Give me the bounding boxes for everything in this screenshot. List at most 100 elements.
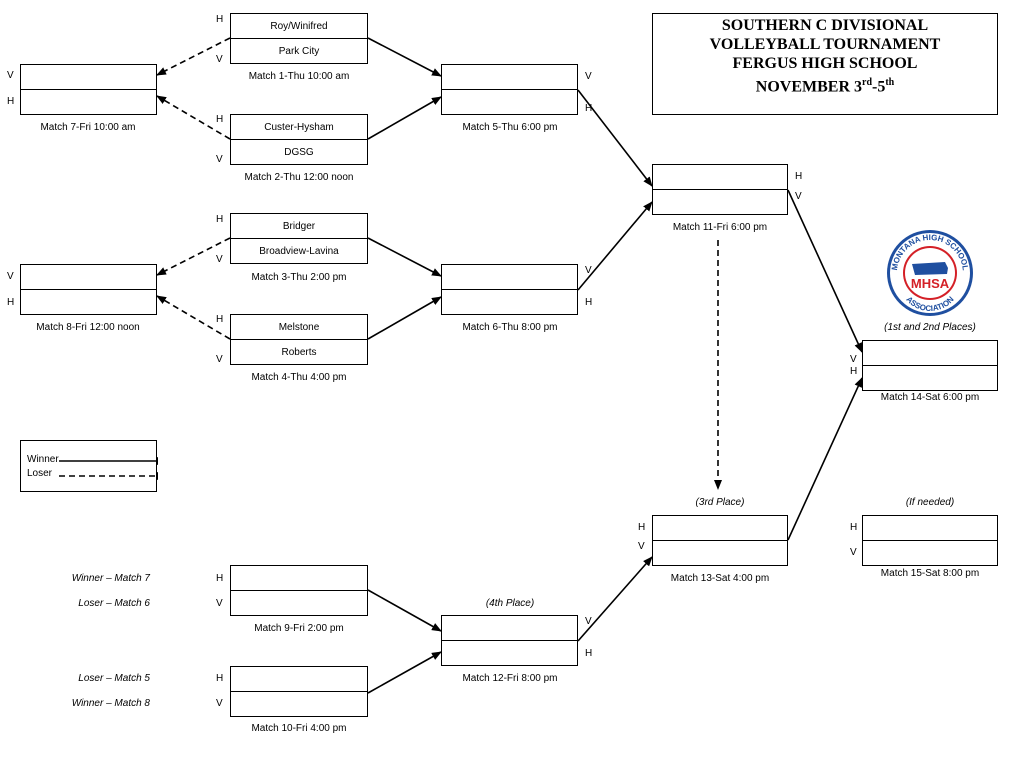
m13-home-team [653, 516, 787, 541]
match-14-note: (1st and 2nd Places) [884, 322, 976, 333]
winner-arrow-m5-m11 [577, 89, 653, 187]
m5-home-team [442, 90, 577, 115]
winner-arrow-m6-m11 [577, 201, 653, 291]
match-4-caption: Match 4-Thu 4:00 pm [251, 372, 347, 383]
m12-visitor-marker: V [585, 616, 592, 627]
m7-visitor-team [21, 65, 156, 90]
loser-arrow-m2-m7 [156, 95, 231, 140]
m15-visitor-team [863, 541, 997, 566]
mhsa-logo-icon: MONTANA HIGH SCHOOL ASSOCIATION MHSA [887, 230, 973, 316]
winner-arrow-m3-m6 [367, 237, 442, 277]
m2-home-marker: H [216, 114, 224, 125]
m4-home-marker: H [216, 314, 224, 325]
winner-arrow-m12-m13 [577, 556, 653, 642]
title-line-4: NOVEMBER 3rd-5th [755, 77, 895, 96]
match-15-box[interactable] [862, 515, 998, 566]
match-4-box[interactable]: Melstone Roberts [230, 314, 368, 365]
match-14-caption: Match 14-Sat 6:00 pm [880, 392, 980, 403]
match-7-caption: Match 7-Fri 10:00 am [40, 122, 136, 133]
match-12-box[interactable] [441, 615, 578, 666]
m5-visitor-team [442, 65, 577, 90]
m6-visitor-team [442, 265, 577, 290]
match-13-caption: Match 13-Sat 4:00 pm [670, 573, 770, 584]
m3-visitor-marker: V [216, 254, 223, 265]
match-3-caption: Match 3-Thu 2:00 pm [251, 272, 347, 283]
m8-visitor-team [21, 265, 156, 290]
m1-visitor-marker: V [216, 54, 223, 65]
match-15-note: (If needed) [905, 497, 955, 508]
m7-home-marker: H [7, 96, 15, 107]
m3-home-marker: H [216, 214, 224, 225]
m11-visitor-team [653, 190, 787, 215]
m1-home-team: Roy/Winifred [231, 14, 367, 39]
m11-visitor-marker: V [795, 191, 802, 202]
m12-home-team [442, 641, 577, 666]
match-13-box[interactable] [652, 515, 788, 566]
m14-visitor-marker: V [850, 354, 857, 365]
match-5-caption: Match 5-Thu 6:00 pm [462, 122, 558, 133]
m8-home-marker: H [7, 297, 15, 308]
match-8-caption: Match 8-Fri 12:00 noon [36, 322, 140, 333]
match-9-box[interactable] [230, 565, 368, 616]
legend-arrows [59, 457, 158, 480]
m13-home-marker: H [638, 522, 646, 533]
match-6-caption: Match 6-Thu 8:00 pm [462, 322, 558, 333]
match-8-box[interactable] [20, 264, 157, 315]
match-6-box[interactable] [441, 264, 578, 315]
match-10-box[interactable] [230, 666, 368, 717]
m10-visitor-source: Winner – Match 8 [71, 698, 150, 709]
loser-arrow-m3-m8 [156, 237, 231, 276]
m15-home-marker: H [850, 522, 858, 533]
title-line-1: SOUTHERN C DIVISIONAL [721, 17, 929, 34]
legend: Winner Loser [20, 440, 158, 492]
match-11-box[interactable] [652, 164, 788, 215]
m12-visitor-team [442, 616, 577, 641]
match-15-caption: Match 15-Sat 8:00 pm [880, 568, 980, 579]
m3-home-team: Bridger [231, 214, 367, 239]
m11-home-team [653, 165, 787, 190]
match-2-caption: Match 2-Thu 12:00 noon [244, 172, 354, 183]
m9-home-marker: H [216, 573, 224, 584]
winner-arrow-m1-m5 [367, 37, 442, 77]
m10-visitor-team [231, 692, 367, 717]
m4-visitor-marker: V [216, 354, 223, 365]
title-line-2: VOLLEYBALL TOURNAMENT [709, 36, 941, 53]
winner-arrow-m10-m12 [367, 651, 442, 694]
match-7-box[interactable] [20, 64, 157, 115]
m5-visitor-marker: V [585, 71, 592, 82]
m9-home-team [231, 566, 367, 591]
m8-home-team [21, 290, 156, 315]
m6-home-team [442, 290, 577, 315]
match-1-box[interactable]: Roy/Winifred Park City [230, 13, 368, 64]
winner-arrow-m9-m12 [367, 589, 442, 632]
m13-visitor-team [653, 541, 787, 566]
m10-home-team [231, 667, 367, 692]
m14-visitor-team [863, 341, 997, 366]
m9-visitor-marker: V [216, 598, 223, 609]
legend-winner-label: Winner [27, 454, 59, 465]
winner-arrow-m11-m14 [787, 189, 863, 353]
match-5-box[interactable] [441, 64, 578, 115]
match-13-note: (3rd Place) [695, 497, 745, 508]
m6-visitor-marker: V [585, 265, 592, 276]
match-3-box[interactable]: Bridger Broadview-Lavina [230, 213, 368, 264]
match-2-box[interactable]: Custer-Hysham DGSG [230, 114, 368, 165]
legend-loser-label: Loser [27, 468, 53, 479]
m13-visitor-marker: V [638, 541, 645, 552]
m10-visitor-marker: V [216, 698, 223, 709]
m15-visitor-marker: V [850, 547, 857, 558]
match-11-caption: Match 11-Fri 6:00 pm [672, 222, 768, 233]
loser-arrow-m1-m7 [156, 37, 231, 76]
match-1-caption: Match 1-Thu 10:00 am [248, 71, 350, 82]
title-line-3: FERGUS HIGH SCHOOL [732, 55, 918, 72]
m14-home-marker: H [850, 366, 858, 377]
m7-visitor-marker: V [7, 70, 14, 81]
m2-visitor-marker: V [216, 154, 223, 165]
m8-visitor-marker: V [7, 271, 14, 282]
loser-arrow-m4-m8 [156, 295, 231, 340]
m10-home-marker: H [216, 673, 224, 684]
winner-arrow-m13-m14 [787, 377, 863, 541]
match-14-box[interactable] [862, 340, 998, 391]
m2-home-team: Custer-Hysham [231, 115, 367, 140]
